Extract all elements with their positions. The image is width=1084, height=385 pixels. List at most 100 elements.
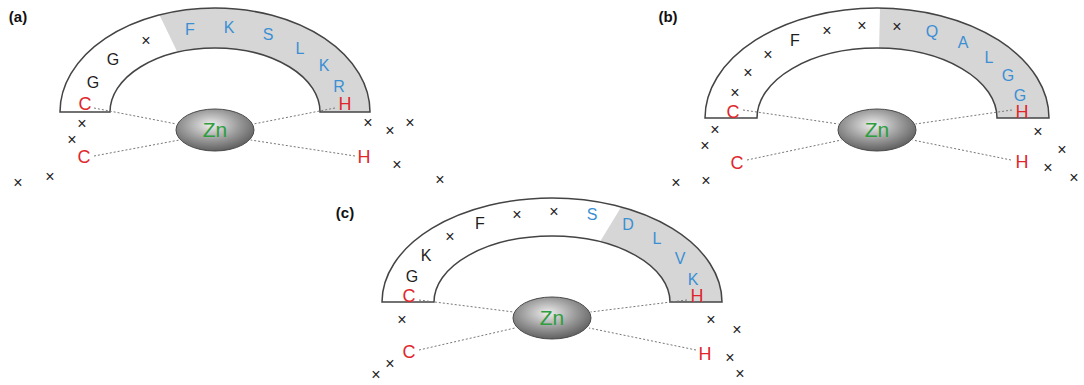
element-symbol: Zn <box>837 118 917 142</box>
shaded-region <box>879 8 1049 118</box>
residue-letter: × <box>671 175 680 191</box>
residue-letter: × <box>549 204 558 220</box>
residue-letter: × <box>45 169 54 185</box>
residue-letter: S <box>263 27 274 43</box>
residue-letter: C <box>403 343 416 361</box>
residue-letter: A <box>958 35 969 51</box>
residue-letter: F <box>185 22 195 38</box>
residue-letter: C <box>79 95 92 113</box>
element-symbol: Zn <box>512 306 592 330</box>
residue-letter: × <box>822 23 831 39</box>
residue-letter: G <box>1002 68 1014 84</box>
residue-letter: F <box>790 33 800 49</box>
residue-letter: × <box>405 115 414 131</box>
residue-letter: G <box>107 52 119 68</box>
residue-letter: × <box>385 123 394 139</box>
residue-letter: × <box>1033 124 1042 140</box>
residue-letter: Q <box>926 24 938 40</box>
residue-letter: H <box>699 345 712 363</box>
residue-letter: × <box>1069 170 1078 186</box>
residue-letter: H <box>691 287 704 305</box>
zinc-ion: Zn <box>837 108 917 152</box>
residue-letter: × <box>397 312 406 328</box>
residue-letter: V <box>675 251 686 267</box>
residue-letter: × <box>435 172 444 188</box>
residue-letter: C <box>78 148 91 166</box>
residue-letter: × <box>392 157 401 173</box>
residue-letter: H <box>1016 153 1029 171</box>
residue-letter: × <box>512 207 521 223</box>
residue-letter: K <box>421 248 432 264</box>
residue-letter: C <box>403 287 416 305</box>
bond-line <box>743 110 839 124</box>
residue-letter: × <box>732 322 741 338</box>
residue-letter: H <box>358 148 371 166</box>
residue-letter: G <box>1014 88 1026 104</box>
arch-outline <box>705 8 1049 118</box>
bond-line <box>913 140 1011 160</box>
bond-line <box>419 328 515 350</box>
residue-letter: × <box>735 366 744 382</box>
arch-band <box>382 198 722 302</box>
residue-letter: K <box>224 20 235 36</box>
residue-letter: × <box>1043 160 1052 176</box>
residue-letter: × <box>700 138 709 154</box>
zinc-sphere-shape <box>513 297 591 339</box>
bond-line <box>591 300 688 312</box>
bond-line <box>94 108 177 124</box>
zinc-sphere-shape <box>838 109 916 151</box>
residue-letter: G <box>87 75 99 91</box>
residue-letter: × <box>1057 142 1066 158</box>
bond-line <box>589 328 696 350</box>
residue-letter: D <box>622 217 634 233</box>
residue-letter: L <box>296 41 305 57</box>
residue-letter: × <box>725 350 734 366</box>
residue-letter: × <box>371 367 380 383</box>
zinc-ion: Zn <box>175 108 255 152</box>
residue-letter: × <box>67 132 76 148</box>
residue-letter: × <box>743 65 752 81</box>
panel-label: (a) <box>9 9 27 24</box>
bond-line <box>747 140 841 160</box>
panel-label: (c) <box>336 205 354 220</box>
arch-band <box>705 8 1049 118</box>
residue-letter: R <box>333 79 345 95</box>
bond-line <box>251 140 355 156</box>
residue-letter: L <box>653 231 662 247</box>
residue-letter: × <box>892 19 901 35</box>
residue-letter: × <box>385 356 394 372</box>
element-symbol: Zn <box>175 118 255 142</box>
arch-outline <box>60 8 370 112</box>
residue-letter: G <box>406 269 418 285</box>
residue-letter: × <box>730 85 739 101</box>
shaded-region <box>160 8 371 112</box>
residue-letter: H <box>1016 103 1029 121</box>
residue-letter: S <box>587 207 598 223</box>
residue-letter: L <box>985 50 994 66</box>
residue-letter: × <box>857 18 866 34</box>
residue-letter: × <box>141 33 150 49</box>
residue-letter: K <box>319 58 330 74</box>
residue-letter: F <box>475 216 485 232</box>
residue-letter: × <box>710 122 719 138</box>
residue-letter: × <box>706 312 715 328</box>
arch-band <box>60 8 370 112</box>
bond-line <box>254 108 336 124</box>
residue-letter: × <box>763 47 772 63</box>
panel-label: (b) <box>658 9 677 24</box>
residue-letter: C <box>727 103 740 121</box>
residue-letter: × <box>701 173 710 189</box>
residue-letter: K <box>688 272 699 288</box>
residue-letter: C <box>731 154 744 172</box>
residue-letter: H <box>339 95 352 113</box>
zinc-ion: Zn <box>512 296 592 340</box>
residue-letter: × <box>13 175 22 191</box>
residue-letter: × <box>363 115 372 131</box>
residue-letter: × <box>445 229 454 245</box>
residue-letter: × <box>77 116 86 132</box>
arch-outline <box>382 198 722 302</box>
bond-line <box>916 110 1013 124</box>
zinc-sphere-shape <box>176 109 254 151</box>
bond-line <box>419 300 514 312</box>
